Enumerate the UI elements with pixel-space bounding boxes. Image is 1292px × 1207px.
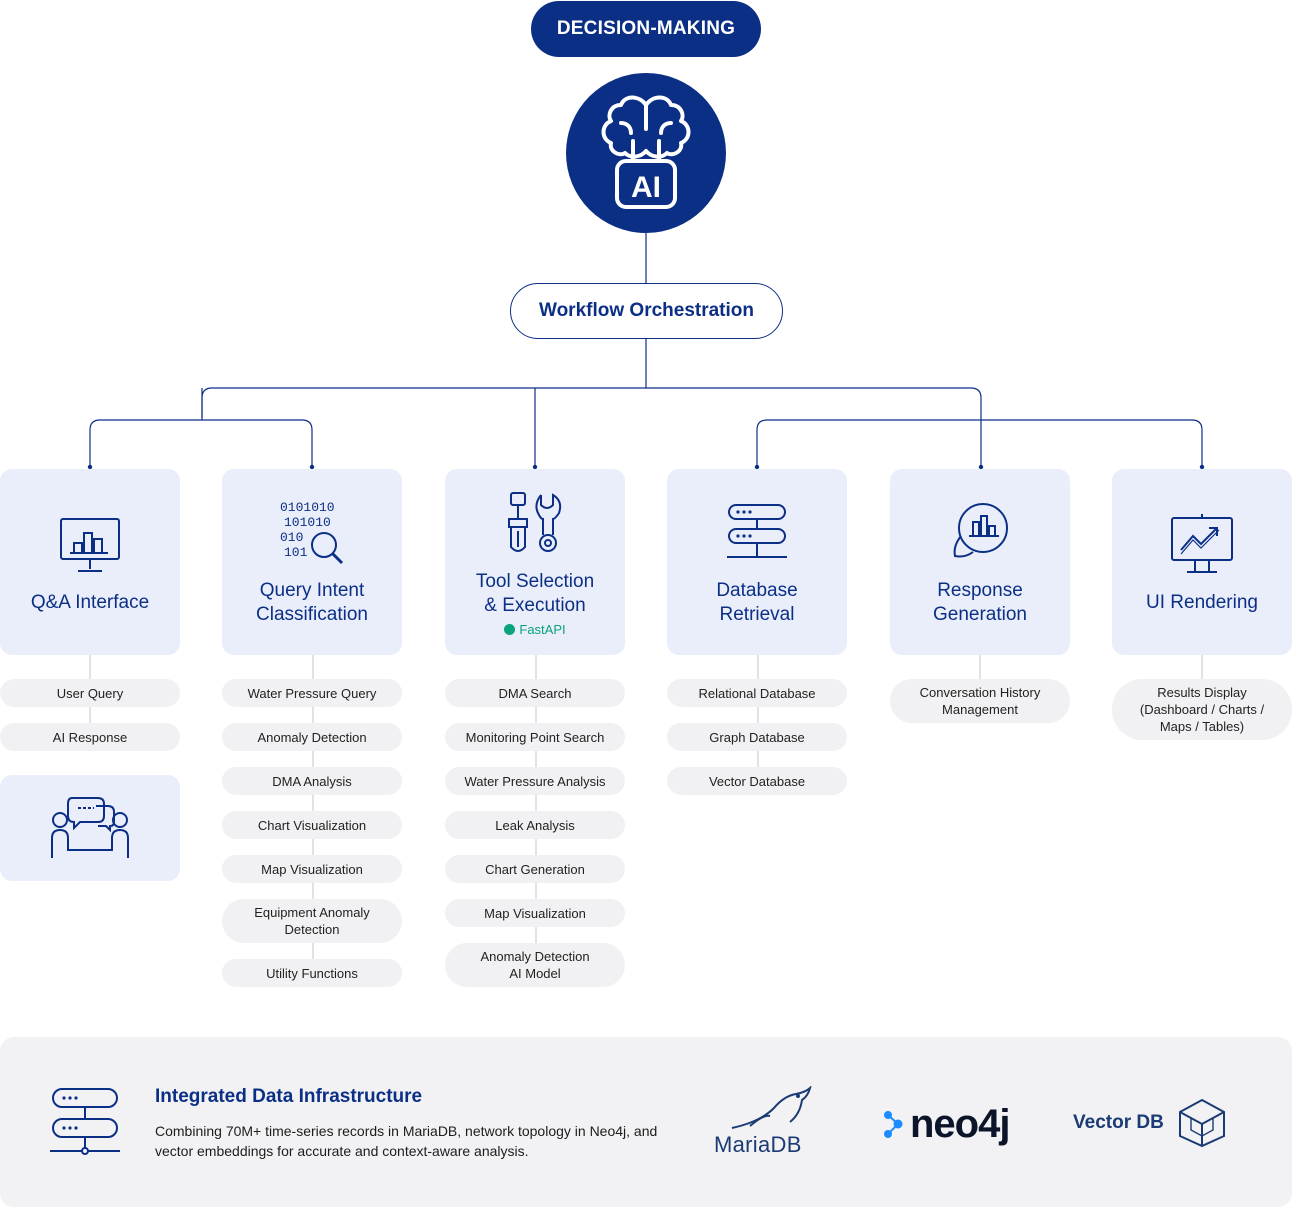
chip-conversation-history: Conversation History Management [890,679,1070,723]
fastapi-label: FastAPI [519,621,566,637]
infra-description: Combining 70M+ time-series records in Ma… [155,1123,658,1159]
binary-search-icon: 0101010 101010 010 101 [276,497,348,569]
conversation-icon [51,797,129,858]
svg-text:010: 010 [280,530,303,545]
neo4j-graph-icon [884,1111,903,1138]
mariadb-wordmark: MariaDB [714,1132,802,1157]
fastapi-bolt-icon [504,623,516,635]
chip-dma-analysis: DMA Analysis [222,767,402,795]
chip-ai-response: AI Response [0,723,180,751]
decision-making-pill: DECISION-MAKING [531,1,761,57]
chip-dma-search: DMA Search [445,679,625,707]
chip-chart-generation: Chart Generation [445,855,625,883]
card-label: Response Generation [932,580,1027,625]
seal-icon [731,1086,812,1129]
cube-icon [1178,1098,1225,1148]
chip-results-display: Results Display (Dashboard / Charts / Ma… [1112,679,1292,740]
workflow-orchestration-pill: Workflow Orchestration [510,283,783,339]
card-query-intent: 0101010 101010 010 101 Query Intent Clas… [222,469,402,655]
card-database-retrieval: Database Retrieval [667,469,847,655]
infra-title: Integrated Data Infrastructure [155,1086,423,1107]
chip-graph-database: Graph Database [667,723,847,751]
tools-icon [499,488,571,560]
card-ui-rendering: UI Rendering [1112,469,1292,655]
vector-db-logo: Vector DB [1073,1098,1226,1148]
monitor-chart-icon [54,509,126,581]
ai-brain-badge: AI [566,73,726,233]
conversation-panel [0,775,180,881]
svg-text:0101010: 0101010 [280,500,335,515]
infrastructure-panel [0,1037,1292,1207]
neo4j-logo: neo4j [884,1100,1010,1148]
ai-label: AI [631,171,661,204]
chip-anomaly-ai-model: Anomaly Detection AI Model [445,943,625,987]
chip-user-query: User Query [0,679,180,707]
card-tool-selection: Tool Selection & Execution FastAPI [445,469,625,655]
chip-vector-database: Vector Database [667,767,847,795]
chip-utility-functions: Utility Functions [222,959,402,987]
brain-ai-icon: AI [601,95,691,209]
mariadb-logo: MariaDB [712,1086,814,1158]
server-stack-icon [721,497,793,569]
chip-chart-visualization: Chart Visualization [222,811,402,839]
chip-equipment-anomaly: Equipment Anomaly Detection [222,899,402,943]
chip-anomaly-detection: Anomaly Detection [222,723,402,751]
trend-monitor-icon [1166,509,1238,581]
chip-monitoring-point-search: Monitoring Point Search [445,723,625,751]
card-label: UI Rendering [1146,592,1258,613]
chip-water-pressure-analysis: Water Pressure Analysis [445,767,625,795]
chip-map-visualization-tool: Map Visualization [445,899,625,927]
card-label: Tool Selection & Execution [475,570,595,616]
svg-text:101010: 101010 [284,515,331,530]
card-response-generation: Response Generation [890,469,1070,655]
chip-relational-database: Relational Database [667,679,847,707]
chip-leak-analysis: Leak Analysis [445,811,625,839]
fastapi-logo: FastAPI [504,621,566,637]
card-label: Q&A Interface [30,592,150,613]
neo4j-wordmark: neo4j [910,1101,1010,1146]
card-qa-interface: Q&A Interface [0,469,180,655]
vector-db-label: Vector DB [1073,1112,1164,1133]
chat-chart-icon [944,497,1016,569]
card-label: Query Intent Classification [256,580,368,625]
card-label: Database Retrieval [716,580,798,625]
chip-water-pressure-query: Water Pressure Query [222,679,402,707]
chip-map-visualization: Map Visualization [222,855,402,883]
infra-server-icon [50,1088,120,1155]
svg-text:101: 101 [284,545,308,560]
